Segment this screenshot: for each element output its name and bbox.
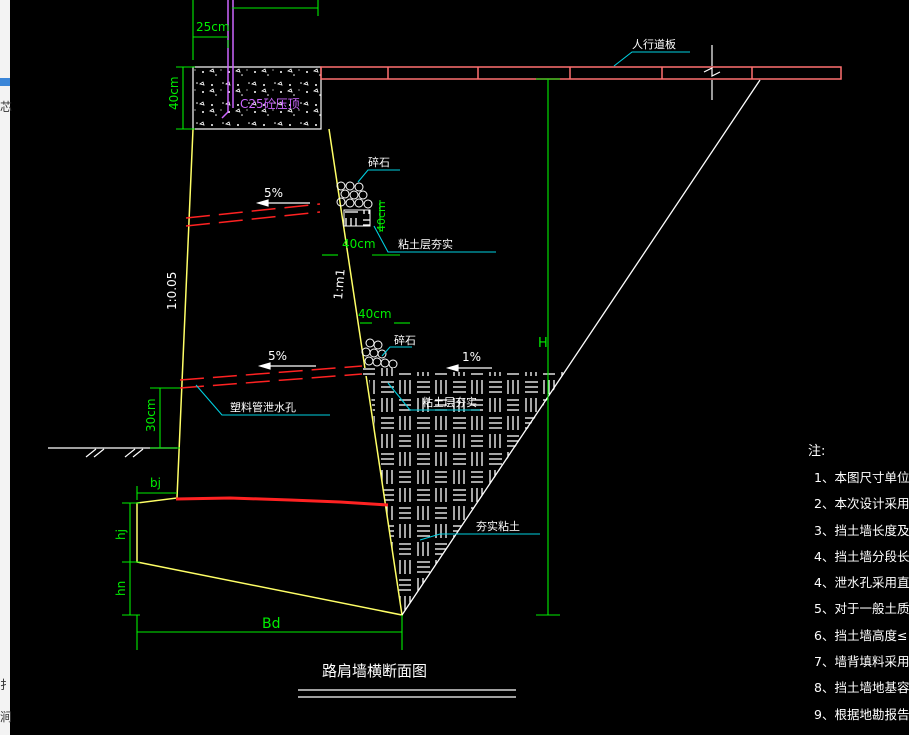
label-ratio-back: 1:m1 <box>331 268 348 300</box>
label-compacted-clay: 夯实粘土 <box>476 519 520 533</box>
clay-block-upper <box>343 209 371 227</box>
label-30cm: 30cm <box>144 398 158 432</box>
slope-arrows <box>255 199 492 372</box>
label-drain-pipe: 塑料管泄水孔 <box>230 400 296 414</box>
note-item: 3、挡土墙长度及 <box>814 522 909 538</box>
excavation-slope-line <box>401 79 761 616</box>
label-sidewalk: 人行道板 <box>632 37 676 51</box>
title-underline <box>298 689 516 698</box>
note-item: 5、对于一般土质 <box>814 601 909 617</box>
label-c25: C25砼压顶 <box>240 97 300 111</box>
label-slope-5-upper: 5% <box>264 186 283 200</box>
crushed-stone-lower <box>361 338 398 369</box>
note-item: 4、挡土墙分段长 <box>814 548 909 564</box>
ground-line <box>48 447 177 458</box>
panel-accent-bar <box>0 78 10 86</box>
clay-block-lower <box>362 368 396 376</box>
label-ratio-front: 1:0.05 <box>165 272 179 310</box>
label-40cm-side: 40cm <box>375 201 388 232</box>
left-panel-strip: 芯 扌 涧 <box>0 0 13 735</box>
note-item: 6、挡土墙高度≤ <box>814 627 908 643</box>
panel-text-fragment: 涧 <box>0 710 13 724</box>
label-25cm: 25cm <box>196 20 230 34</box>
label-bj: bj <box>150 476 161 490</box>
notes-panel: 注: 1、本图尺寸单位 2、本次设计采用 3、挡土墙长度及 4、挡土墙分段长 4… <box>808 440 909 730</box>
drain-pipe-upper <box>185 203 321 227</box>
panel-text-fragment: 扌 <box>0 678 13 692</box>
railing-post <box>221 0 234 119</box>
label-Bd: Bd <box>262 616 281 632</box>
note-item: 2、本次设计采用 <box>814 496 909 512</box>
label-clay-lower: 粘土层夯实 <box>422 395 477 409</box>
drain-pipe-lower <box>179 365 363 389</box>
note-item: 9、根据地勘报告 <box>814 706 909 722</box>
label-H: H <box>538 336 548 351</box>
drawing-title: 路肩墙横断面图 <box>322 662 427 680</box>
compacted-clay-hatch <box>368 372 566 615</box>
label-slope-5-lower: 5% <box>268 349 287 363</box>
label-40cm-coping: 40cm <box>167 76 181 110</box>
label-40cm-lower: 40cm <box>358 307 392 321</box>
notes-title: 注: <box>808 444 826 459</box>
retaining-wall-outline <box>136 128 403 616</box>
cad-drawing-canvas[interactable]: 25cm 40cm C25砼压顶 人行道板 5% 5% 1% 1:0.05 1:… <box>10 0 897 735</box>
label-crushed-stone-lower: 碎石 <box>394 333 416 347</box>
concrete-coping <box>192 66 322 130</box>
break-symbol <box>703 45 721 100</box>
panel-text-fragment: 芯 <box>0 100 13 114</box>
label-40cm-upper: 40cm <box>342 237 376 251</box>
footing-drain-line <box>175 496 389 507</box>
label-hn: hn <box>114 581 128 596</box>
sidewalk-slabs <box>320 66 842 80</box>
leader-lines <box>195 51 690 541</box>
label-clay-upper: 粘土层夯实 <box>398 237 453 251</box>
label-crushed-stone-upper: 碎石 <box>368 155 390 169</box>
crushed-stone-upper <box>336 181 373 209</box>
note-item: 1、本图尺寸单位 <box>814 470 909 485</box>
label-slope-1: 1% <box>462 350 481 364</box>
note-item: 4、泄水孔采用直 <box>814 575 909 591</box>
note-item: 7、墙背填料采用 <box>814 654 909 670</box>
label-hj: hj <box>114 529 128 540</box>
note-item: 8、挡土墙地基容 <box>814 680 909 696</box>
dimension-lines <box>122 0 560 650</box>
